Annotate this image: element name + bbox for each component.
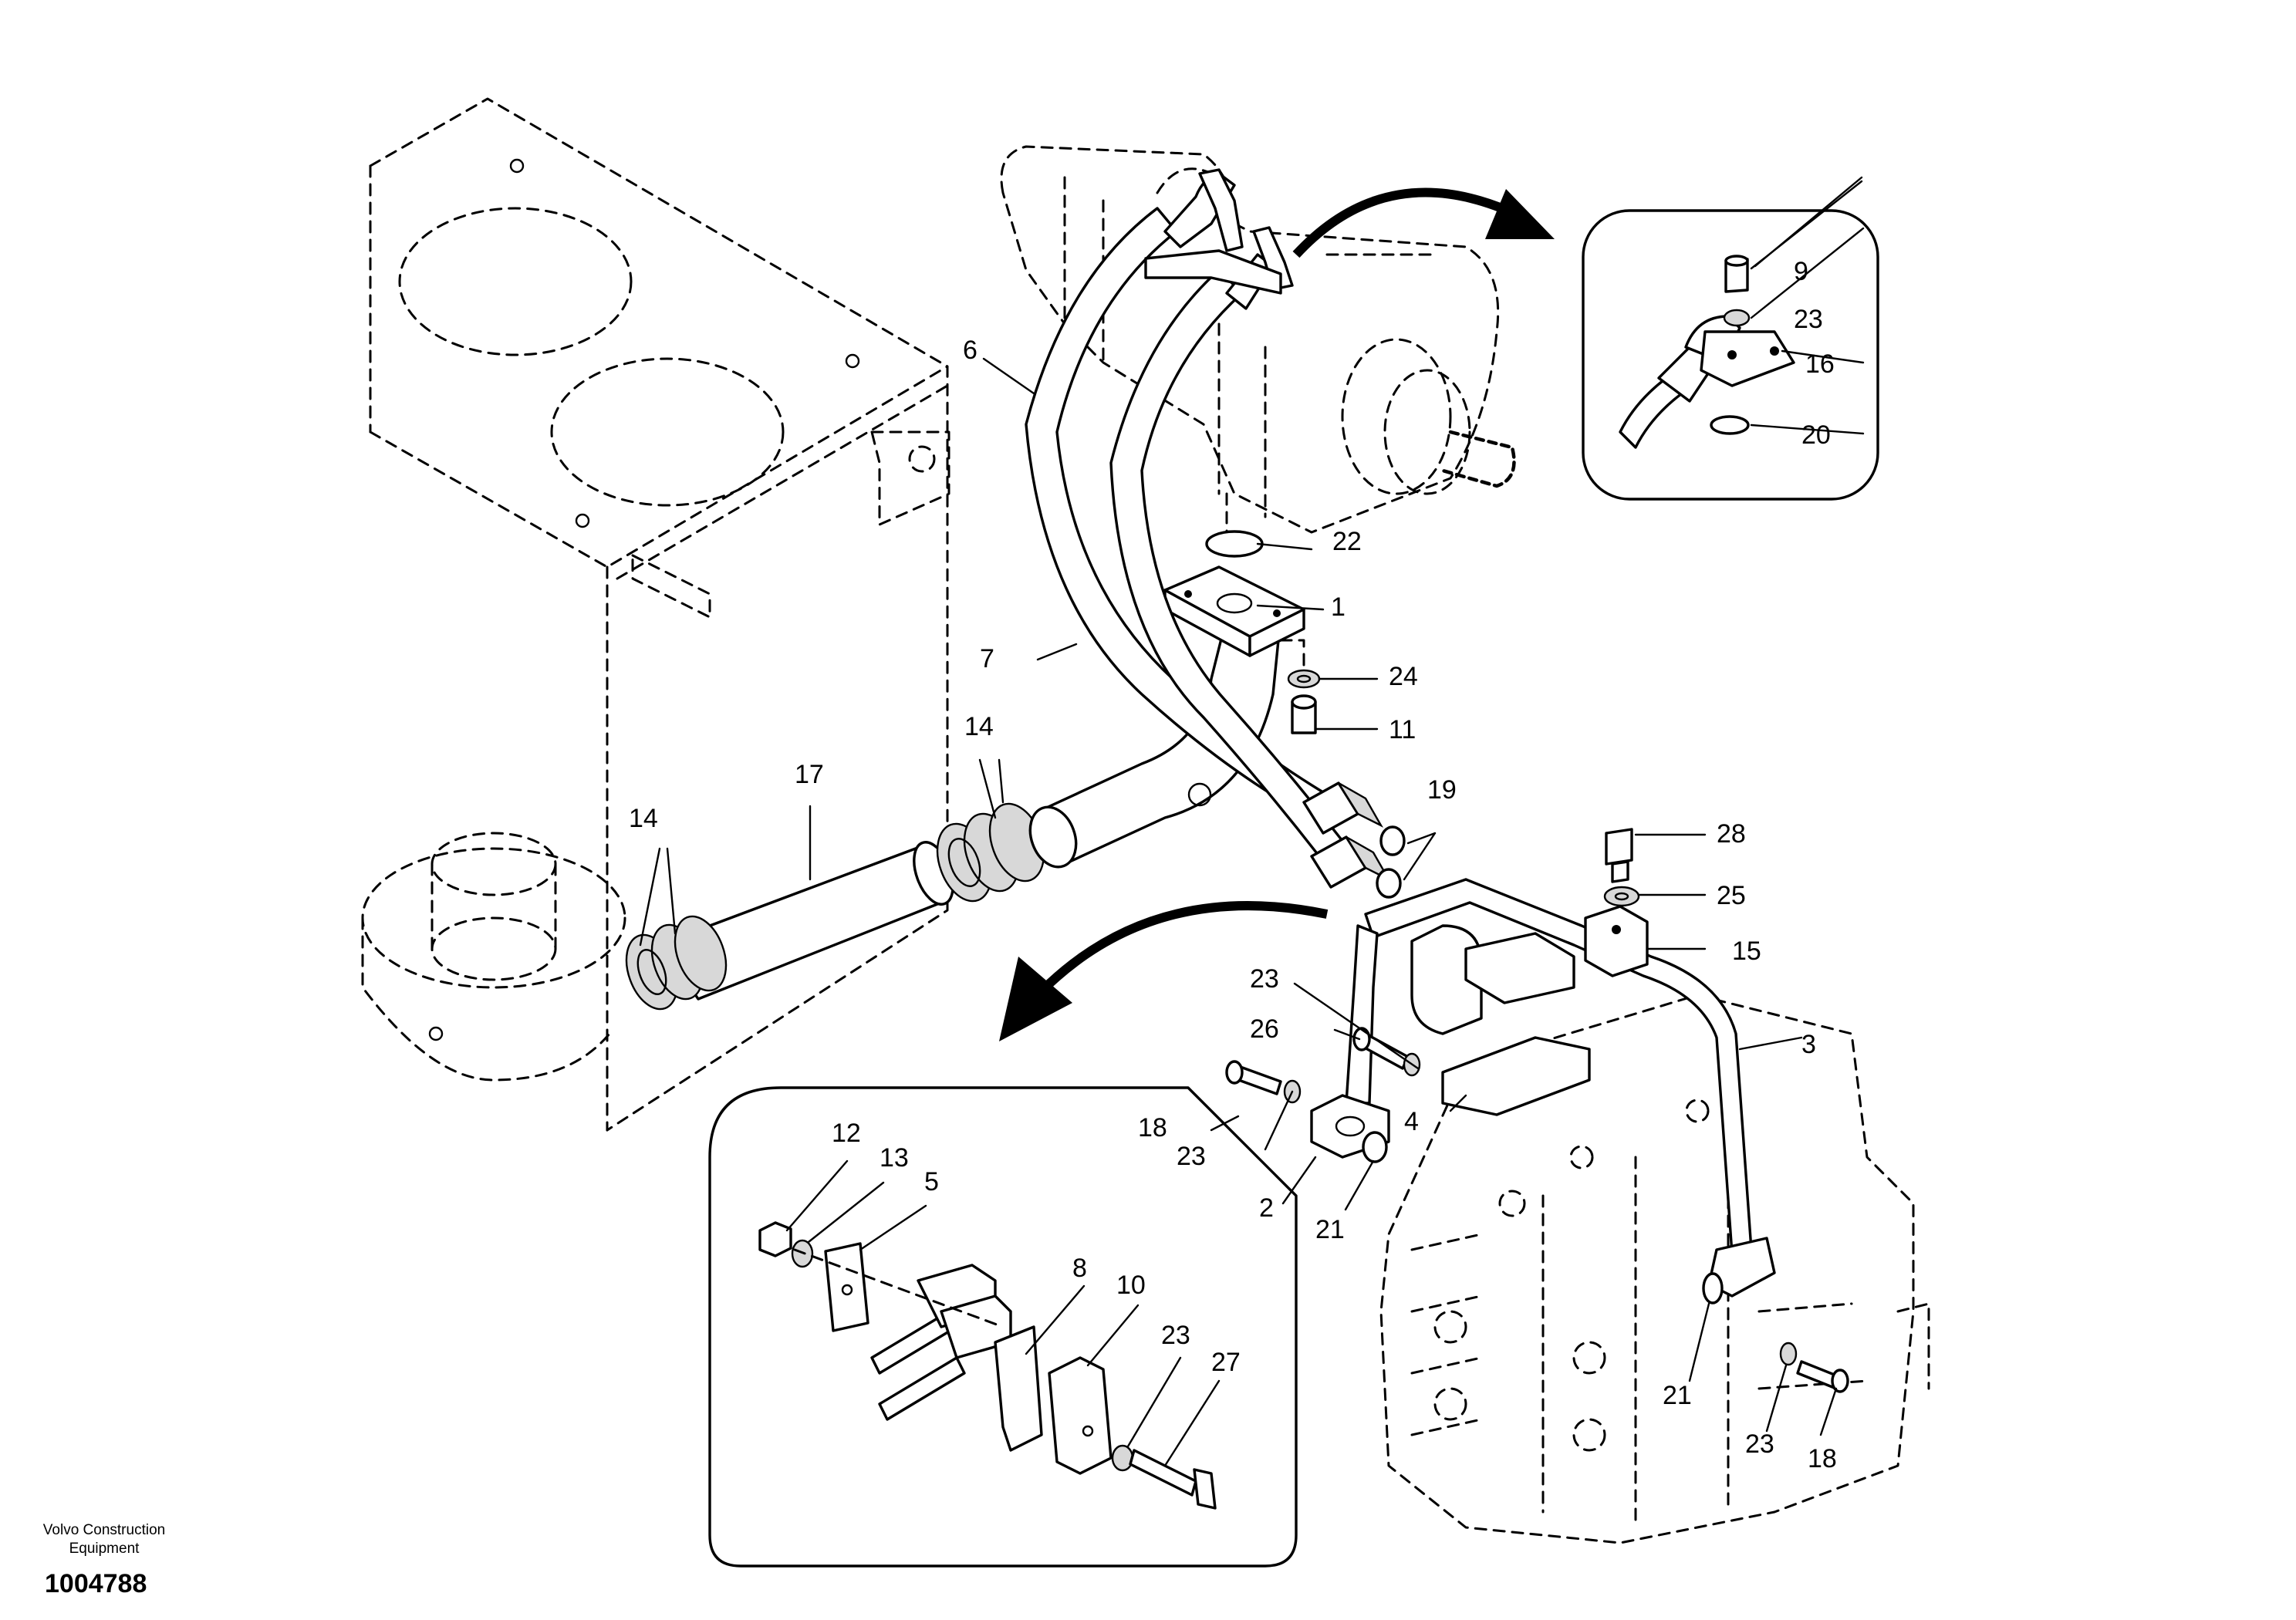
callout-19: 19: [1427, 775, 1457, 805]
pump-flange-1: [1163, 565, 1305, 657]
callout-7: 7: [980, 644, 994, 673]
clamp-15: [1584, 905, 1649, 977]
callout-12: 12: [832, 1119, 861, 1148]
brand-line-1: Volvo Construction: [42, 1522, 166, 1538]
callout-6: 6: [963, 336, 977, 365]
callout-13: 13: [880, 1143, 909, 1173]
o-ring-21-pipe-2: [1362, 1131, 1388, 1163]
brand-line-2: Equipment: [69, 1541, 140, 1557]
pressure-hose-6: [1025, 207, 1329, 819]
callout-16: 16: [1805, 349, 1835, 379]
bolt-28-washer-25: [1603, 828, 1640, 907]
callout-24: 24: [1389, 662, 1418, 691]
callout-22: 22: [1332, 527, 1362, 556]
callout-14-upper: 14: [964, 712, 994, 741]
callout-23-detail-top: 23: [1794, 305, 1823, 334]
brand-label: Volvo Construction Equipment: [23, 1521, 185, 1558]
arrow-to-top-detail: [1292, 187, 1555, 258]
bolt-18-washer-23-pipe-2: [1225, 1060, 1302, 1104]
callout-23-bracket: 23: [1250, 964, 1279, 994]
bolt-26-washer-23: [1352, 1027, 1421, 1077]
tank-suction-port-outline: [361, 832, 626, 1082]
document-number: 1004788: [45, 1569, 147, 1598]
callout-18-left: 18: [1138, 1113, 1167, 1142]
callout-21-pipe-3: 21: [1663, 1381, 1692, 1410]
leader-lines: [639, 176, 1865, 1467]
callout-14-lower: 14: [629, 804, 658, 833]
callout-3: 3: [1801, 1030, 1816, 1059]
callout-11: 11: [1389, 715, 1416, 744]
hose-clamps-14-lower: [625, 915, 728, 1011]
callout-28: 28: [1717, 819, 1746, 849]
callout-26: 26: [1250, 1014, 1279, 1044]
detail-view-pump-connection: [1582, 209, 1879, 501]
callout-10: 10: [1116, 1271, 1146, 1300]
callout-4: 4: [1404, 1107, 1419, 1136]
callout-17: 17: [795, 760, 824, 789]
detail-view-clamp-assembly: [708, 1086, 1298, 1568]
callout-27: 27: [1211, 1348, 1241, 1377]
callout-23-pipe-3: 23: [1745, 1429, 1774, 1459]
hydraulic-tank-outline: [369, 97, 950, 1132]
arrow-to-bottom-detail: [999, 901, 1329, 1041]
o-rings-19: [1376, 825, 1406, 899]
callout-1: 1: [1331, 592, 1346, 622]
bolt-18-washer-23-pipe-3: [1779, 1342, 1849, 1393]
hydraulic-pump-outline: [1000, 145, 1516, 542]
callout-23-detail-bottom: 23: [1161, 1321, 1190, 1350]
callout-25: 25: [1717, 881, 1746, 910]
o-ring-21-pipe-3: [1702, 1272, 1724, 1304]
callout-21-pipe-2: 21: [1315, 1215, 1345, 1244]
callout-8: 8: [1072, 1254, 1087, 1283]
callout-labels: 1 2 3 4 5 6 7 8 9 10 11 12 13 14 14 15 1…: [629, 257, 1837, 1473]
suction-pipe-elbow: [1028, 616, 1282, 869]
hose-end-fittings: [1302, 781, 1392, 889]
washer-24-bolt-11: [1279, 639, 1321, 734]
bracket-4: [1410, 924, 1591, 1116]
callout-20: 20: [1801, 420, 1831, 450]
callout-5: 5: [924, 1167, 939, 1196]
o-ring-22: [1205, 530, 1264, 558]
hose-elbow-top: [1144, 168, 1294, 310]
callout-18-right: 18: [1808, 1444, 1837, 1473]
callout-2: 2: [1259, 1193, 1274, 1223]
callout-23-pipe-2: 23: [1177, 1142, 1206, 1171]
callout-15: 15: [1732, 937, 1761, 966]
callout-9: 9: [1794, 257, 1808, 286]
